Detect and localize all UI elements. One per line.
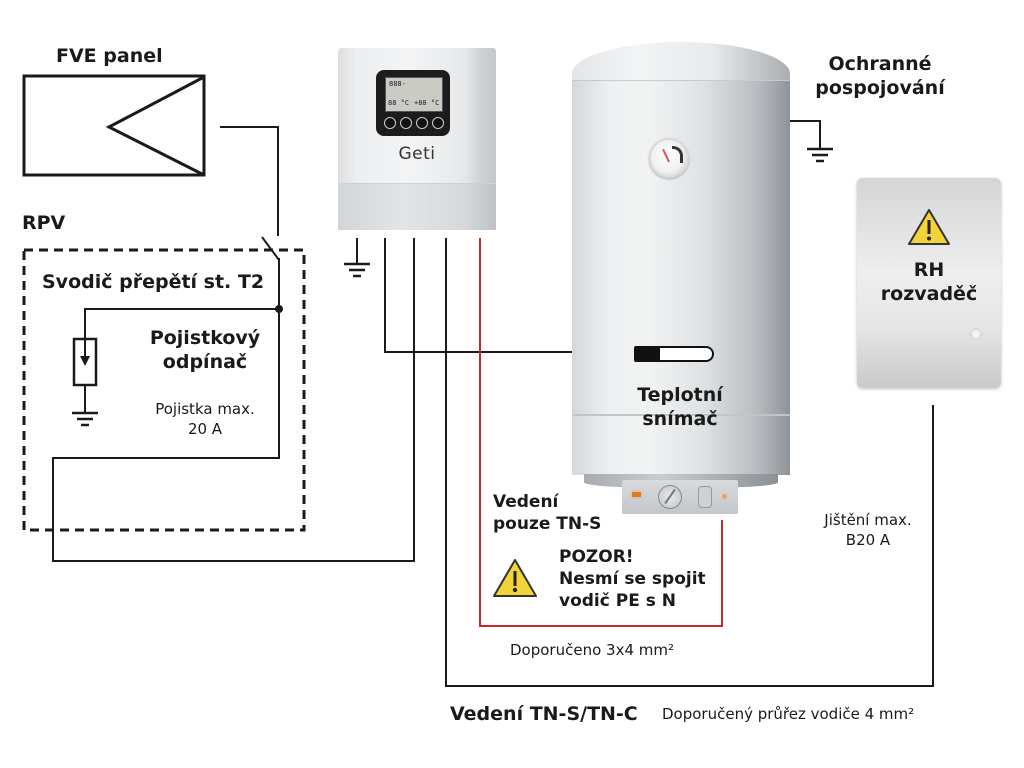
rpv-main-wire <box>52 238 415 562</box>
breaker-label: Jištění max. B20 A <box>808 510 928 550</box>
ground-icon <box>344 262 370 278</box>
controller-button-esc <box>384 117 396 129</box>
tns-tnc-note: Doporučený průřez vodiče 4 mm² <box>662 705 915 723</box>
status-light <box>722 494 727 499</box>
controller-button-enter <box>432 117 444 129</box>
controller-lcd: 888- 88 °C +88 °C <box>385 77 443 112</box>
pv-panel-symbol <box>22 74 206 177</box>
fuse-max-line2: 20 A <box>187 420 223 438</box>
ground-icon <box>72 411 98 427</box>
protective-bonding-line1: Ochranné <box>828 53 932 75</box>
temperature-sensor-icon <box>634 346 714 362</box>
controller-button-down <box>416 117 428 129</box>
boiler-top-cap <box>572 42 790 82</box>
power-switch-icon <box>698 486 712 508</box>
lcd-left-temp: 88 °C <box>388 99 410 107</box>
warning-line3: vodič PE s N <box>559 591 677 611</box>
bonding-wire <box>790 120 821 148</box>
rpv-box <box>22 248 306 532</box>
warning-triangle-icon <box>908 209 950 245</box>
surge-arrester-symbol <box>72 337 98 413</box>
fuse-max-label: Pojistka max. 20 A <box>140 399 270 439</box>
surge-branch-wire <box>84 308 279 339</box>
indicator-led <box>632 492 641 497</box>
tn-s-tn-c-wire <box>445 238 934 687</box>
controller-base <box>338 183 496 230</box>
tns-tnc-title: Vedení TN-S/TN-C <box>450 703 638 725</box>
sensor-wire <box>384 238 636 353</box>
temp-sensor-line1: Teplotní <box>637 384 723 406</box>
tns-only-label: Vedení pouze TN-S <box>493 491 601 535</box>
rpv-label: RPV <box>22 212 66 234</box>
solar-controller-device: 888- 88 °C +88 °C Geti <box>338 48 496 230</box>
tns-only-line2: pouze TN-S <box>493 514 602 534</box>
fve-panel-label: FVE panel <box>56 45 163 67</box>
rh-distribution-board: RH rozvaděč <box>857 178 1001 388</box>
controller-display-panel: 888- 88 °C +88 °C <box>376 70 450 136</box>
warning-line1: POZOR! <box>559 547 634 567</box>
warning-line2: Nesmí se spojit <box>559 569 706 589</box>
protective-bonding-label: Ochranné pospojování <box>810 52 950 100</box>
breaker-line2: B20 A <box>845 531 891 549</box>
recommended-red-label: Doporučeno 3x4 mm² <box>510 641 674 659</box>
ground-icon <box>807 147 833 163</box>
lcd-right-temp: +88 °C <box>414 99 440 107</box>
pv-output-wire <box>220 126 279 236</box>
fuse-switch-line1: Pojistkový <box>149 327 261 349</box>
controller-brand-logo: Geti <box>398 144 436 164</box>
boiler-thermostat-panel <box>622 480 738 514</box>
surge-protector-label: Svodič přepětí st. T2 <box>42 271 265 293</box>
rh-line2: rozvaděč <box>880 283 978 305</box>
warning-triangle-icon <box>493 559 537 597</box>
warning-message: POZOR! Nesmí se spojit vodič PE s N <box>559 546 706 612</box>
thermostat-knob-icon <box>658 485 682 509</box>
board-door-knob <box>970 328 982 340</box>
tn-s-only-wire <box>479 238 723 627</box>
tns-only-line1: Vedení <box>493 492 559 512</box>
rh-line1: RH <box>913 259 945 281</box>
temp-sensor-line2: snímač <box>642 408 718 430</box>
controller-button-up <box>400 117 412 129</box>
thermometer-gauge-icon <box>649 138 689 178</box>
fuse-switch-label: Pojistkový odpínač <box>140 326 270 374</box>
fuse-max-line1: Pojistka max. <box>155 400 255 418</box>
rh-label: RH rozvaděč <box>857 258 1001 306</box>
breaker-line1: Jištění max. <box>824 511 912 529</box>
fuse-switch-line2: odpínač <box>162 351 248 373</box>
temp-sensor-label: Teplotní snímač <box>610 383 750 431</box>
protective-bonding-line2: pospojování <box>815 77 945 99</box>
lcd-top-reading: 888- <box>389 80 406 88</box>
boiler-seam <box>572 414 790 416</box>
